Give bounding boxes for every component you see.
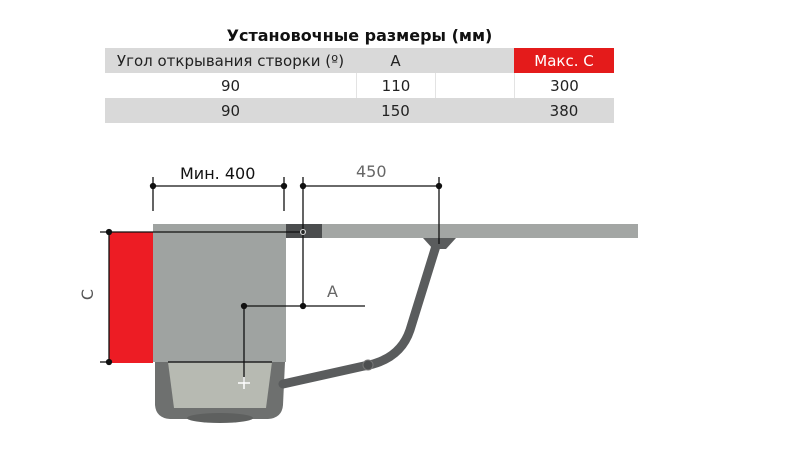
arm-joint [362, 359, 374, 371]
table-row: 90 110 300 [105, 73, 614, 98]
operator-arm [278, 241, 441, 389]
center-mark [238, 377, 250, 389]
header-angle: Угол открывания створки (º) [116, 51, 345, 70]
table-header-row: Угол открывания створки (º) A Макс. C [105, 48, 614, 73]
dim-a-label: A [327, 282, 338, 301]
table-title: Установочные размеры (мм) [105, 22, 614, 48]
cell-angle: 90 [220, 76, 241, 95]
min-400-label: Мин. 400 [180, 164, 256, 183]
header-a: A [390, 51, 401, 70]
table-row: 90 150 380 [105, 98, 614, 123]
cell-empty [435, 73, 514, 98]
motor-body [153, 224, 286, 362]
cell-a: 110 [356, 73, 435, 98]
cell-max-c: 300 [514, 73, 614, 98]
cell-angle: 90 [220, 101, 241, 120]
gate-bracket [286, 224, 322, 238]
installation-dimensions-table: Установочные размеры (мм) Угол открывани… [105, 22, 614, 123]
dim-c-label: C [78, 288, 98, 301]
cell-max-c: 380 [549, 101, 579, 120]
c-dimension-block [109, 232, 153, 363]
dim-450-label: 450 [356, 162, 387, 181]
cell-a: 150 [381, 101, 410, 120]
gate-leaf [300, 224, 638, 238]
header-max-c: Макс. C [514, 48, 614, 73]
